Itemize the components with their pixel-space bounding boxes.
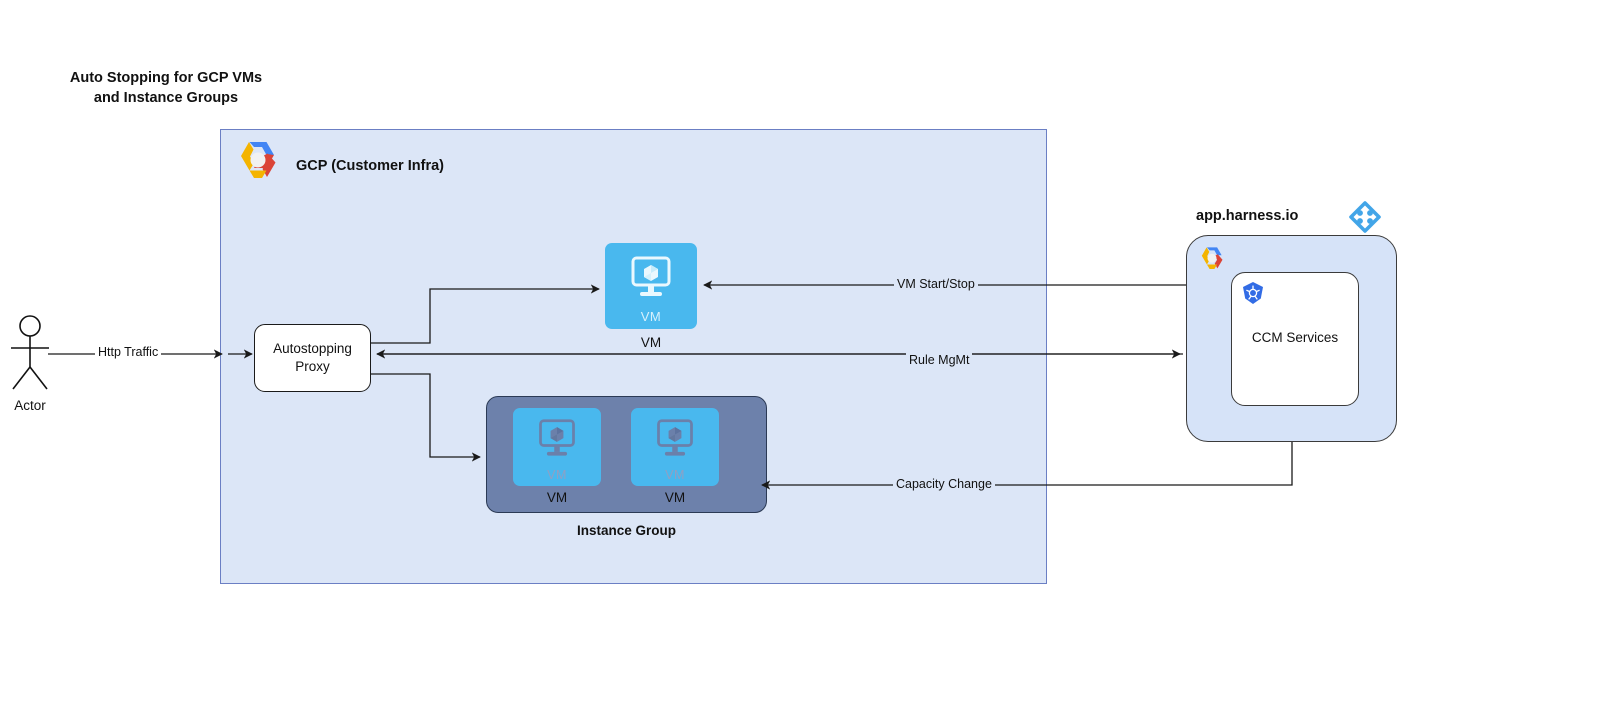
- ccm-services-label: CCM Services: [1251, 330, 1339, 345]
- harness-diamond-logo-icon: [1349, 201, 1381, 238]
- vm-monitor-cube-icon: [631, 418, 719, 462]
- vm-monitor-cube-icon: [513, 418, 601, 462]
- instance-group-vm-1-inner-label: VM: [547, 468, 567, 482]
- vm-node-caption: VM: [640, 335, 662, 350]
- instance-group-node[interactable]: VM VM VM VM: [486, 396, 767, 513]
- instance-group-vm-1[interactable]: VM: [513, 408, 601, 486]
- instance-group-vm-2[interactable]: VM: [631, 408, 719, 486]
- edge-label-capacity-change: Capacity Change: [893, 477, 995, 491]
- instance-group-vm-1-caption: VM: [546, 490, 568, 505]
- edge-label-rule-mgmt: Rule MgMt: [906, 353, 973, 367]
- actor-label: Actor: [14, 398, 46, 413]
- gcp-container-label: GCP (Customer Infra): [296, 158, 444, 174]
- vm-monitor-cube-icon: [605, 255, 697, 303]
- instance-group-vm-2-inner-label: VM: [665, 468, 685, 482]
- kubernetes-icon: [1240, 281, 1266, 312]
- vm-node-inner-label: VM: [640, 309, 662, 324]
- edge-label-vm-start-stop: VM Start/Stop: [894, 277, 978, 291]
- page-title: Auto Stopping for GCP VMs and Instance G…: [69, 70, 263, 106]
- gcp-logo-icon: [233, 140, 283, 191]
- actor-stick-figure-icon: [8, 315, 53, 398]
- instance-group-vm-2-caption: VM: [664, 490, 686, 505]
- autostopping-proxy-node[interactable]: Autostopping Proxy: [254, 324, 371, 392]
- edge-label-http-traffic: Http Traffic: [95, 345, 162, 359]
- vm-node[interactable]: VM: [605, 243, 697, 329]
- gcp-logo-icon: [1197, 246, 1227, 279]
- instance-group-caption: Instance Group: [576, 523, 676, 538]
- harness-title: app.harness.io: [1196, 208, 1299, 224]
